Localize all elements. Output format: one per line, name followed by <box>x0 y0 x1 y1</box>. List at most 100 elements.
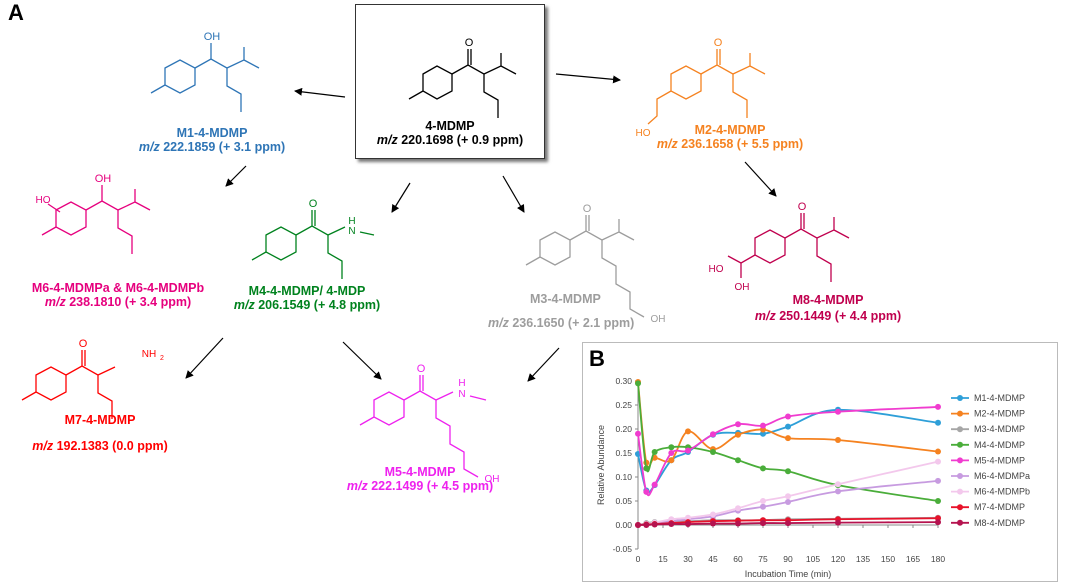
substituent-label: O <box>417 363 426 375</box>
data-point <box>685 514 691 521</box>
y-tick-label: 0.25 <box>615 400 632 410</box>
data-point <box>643 522 650 528</box>
data-point <box>668 457 675 464</box>
data-point <box>685 447 691 454</box>
x-tick-label: 15 <box>658 554 668 564</box>
data-point <box>760 430 766 437</box>
data-point <box>685 428 691 435</box>
x-tick-label: 135 <box>856 554 870 564</box>
series-line-4 <box>637 406 939 497</box>
data-point <box>935 519 941 526</box>
substituent-label: HO <box>709 264 724 275</box>
data-point <box>710 431 716 438</box>
label-m6: M6-4-MDMPa & M6-4-MDMPb m/z 238.1810 (+ … <box>0 281 238 309</box>
substituent-label: H <box>348 216 355 227</box>
data-point <box>710 520 716 527</box>
mz-prefix: m/z <box>32 439 54 453</box>
data-point <box>635 522 641 528</box>
compound-name: M2-4-MDMP <box>694 123 766 137</box>
mz-value: 236.1658 (+ 5.5 ppm) <box>681 137 804 151</box>
mz-prefix: m/z <box>656 137 678 151</box>
data-point <box>760 503 766 510</box>
compound-name: 4-MDMP <box>425 119 475 133</box>
legend-marker <box>957 488 963 495</box>
label-m4: M4-4-MDMP/ 4-MDP m/z 206.1549 (+ 4.8 ppm… <box>207 284 407 312</box>
substituent-label: H <box>458 378 465 389</box>
label-m8: M8-4-MDMP m/z 250.1449 (+ 4.4 ppm) <box>728 293 928 323</box>
label-4-mdmp: 4-MDMP m/z 220.1698 (+ 0.9 ppm) <box>350 119 550 147</box>
data-point <box>785 468 791 475</box>
data-point <box>635 380 641 387</box>
legend-marker <box>957 504 963 511</box>
substituent-label: OH <box>651 314 666 325</box>
data-point <box>785 413 791 420</box>
x-tick-label: 105 <box>806 554 820 564</box>
y-tick-label: 0.10 <box>615 472 632 482</box>
label-m2: M2-4-MDMP m/z 236.1658 (+ 5.5 ppm) <box>620 123 840 151</box>
legend-marker <box>957 519 963 526</box>
substituent-label: OH <box>735 282 750 293</box>
data-point <box>835 519 841 526</box>
legend-marker <box>957 457 963 464</box>
compound-name: M6-4-MDMPa & M6-4-MDMPb <box>31 281 205 295</box>
mz-prefix: m/z <box>44 295 66 309</box>
label-m1: M1-4-MDMP m/z 222.1859 (+ 3.1 ppm) <box>112 126 312 154</box>
compound-name: M3-4-MDMP <box>530 292 601 306</box>
data-point <box>785 435 791 442</box>
data-point <box>710 449 716 456</box>
x-axis-label: Incubation Time (min) <box>745 569 832 579</box>
data-point <box>935 403 941 410</box>
data-point <box>651 449 658 456</box>
x-tick-label: 45 <box>708 554 718 564</box>
data-point <box>735 505 741 512</box>
legend-marker <box>957 410 963 417</box>
x-tick-label: 120 <box>831 554 845 564</box>
mz-value: 222.1859 (+ 3.1 ppm) <box>163 140 286 154</box>
mz-prefix: m/z <box>488 316 509 330</box>
legend-label: M4-4-MDMP <box>974 440 1025 450</box>
label-m7: M7-4-MDMP m/z 192.1383 (0.0 ppm) <box>5 413 195 453</box>
substituent-label: 2 <box>160 355 164 362</box>
mz-value: 238.1810 (+ 3.4 ppm) <box>69 295 192 309</box>
legend-label: M7-4-MDMP <box>974 502 1025 512</box>
label-m3: M3-4-MDMP m/z 236.1650 (+ 2.1 ppm) <box>488 292 688 330</box>
data-point <box>760 422 766 429</box>
data-point <box>835 437 841 444</box>
substituent-label: O <box>583 203 592 215</box>
mz-prefix: m/z <box>346 479 368 493</box>
compound-name: M4-4-MDMP/ 4-MDP <box>248 284 366 298</box>
substituent-label: O <box>79 338 88 350</box>
substituent-label: O <box>465 37 474 49</box>
legend-marker <box>957 426 963 433</box>
legend-label: M3-4-MDMP <box>974 424 1025 434</box>
legend-label: M1-4-MDMP <box>974 393 1025 403</box>
mz-value: 220.1698 (+ 0.9 ppm) <box>401 133 524 147</box>
y-tick-label: 0.15 <box>615 448 632 458</box>
structure-m6: OH HO <box>36 173 151 254</box>
data-point <box>710 511 716 518</box>
substituent-label: OH <box>204 31 221 43</box>
legend-marker <box>957 441 963 448</box>
data-point <box>651 481 658 488</box>
data-point <box>785 498 791 505</box>
y-tick-label: 0.20 <box>615 424 632 434</box>
substituent-label: HO <box>636 128 651 139</box>
substituent-label: HO <box>36 195 51 206</box>
y-tick-label: -0.05 <box>613 544 633 554</box>
data-point <box>668 450 675 456</box>
x-tick-label: 180 <box>931 554 945 564</box>
series-line-3 <box>637 383 939 502</box>
legend-label: M5-4-MDMP <box>974 455 1025 465</box>
structure-m3: O OH <box>525 203 666 325</box>
structure-m5: O H N OH <box>359 363 500 485</box>
mz-prefix: m/z <box>233 298 255 312</box>
y-tick-label: 0.30 <box>615 376 632 386</box>
structure-m1: OH <box>150 31 260 112</box>
x-tick-label: 30 <box>683 554 693 564</box>
substituent-label: N <box>348 226 355 237</box>
data-point <box>668 444 675 451</box>
structure-4-mdmp: O <box>408 37 517 118</box>
panel-b-label: B <box>589 346 605 371</box>
